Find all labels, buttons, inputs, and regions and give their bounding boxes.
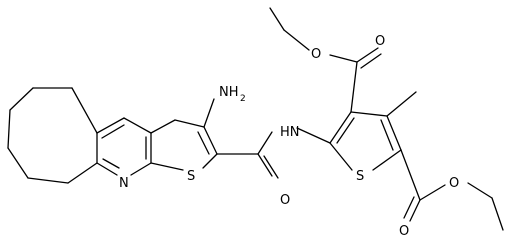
- ester-bottom: [400, 149, 504, 231]
- amine-label: NH: [219, 85, 239, 100]
- amide-nh-label: HN: [280, 125, 300, 140]
- cyclooctane-ring: [7, 87, 98, 184]
- amine-h-subscript: 2: [240, 94, 246, 104]
- thiophene-ring-right: [329, 111, 402, 171]
- methyl-bond: [386, 91, 417, 117]
- amide-linker: [216, 127, 331, 179]
- ester-top-ether-o-label: O: [311, 47, 321, 62]
- ester-bottom-carbonyl-o-label: O: [399, 224, 409, 238]
- amide-o-label: O: [280, 193, 290, 208]
- thiophene-s-right-label: S: [356, 169, 364, 184]
- thiophene-ring-left: [150, 119, 218, 171]
- molecule-structure-diagram: NH 2 HN N S S O O O O O: [7, 7, 504, 239]
- pyridine-n-label: N: [119, 176, 129, 191]
- ester-top: [269, 7, 382, 113]
- molecule-svg: NH 2 HN N S S O O O O O: [7, 7, 504, 239]
- ester-bottom-ether-o-label: O: [449, 176, 459, 191]
- ester-top-carbonyl-o-label: O: [375, 34, 385, 49]
- pyridine-ring: [96, 117, 152, 176]
- thiophene-s-left-label: S: [187, 169, 195, 184]
- amine-bond: [203, 98, 215, 128]
